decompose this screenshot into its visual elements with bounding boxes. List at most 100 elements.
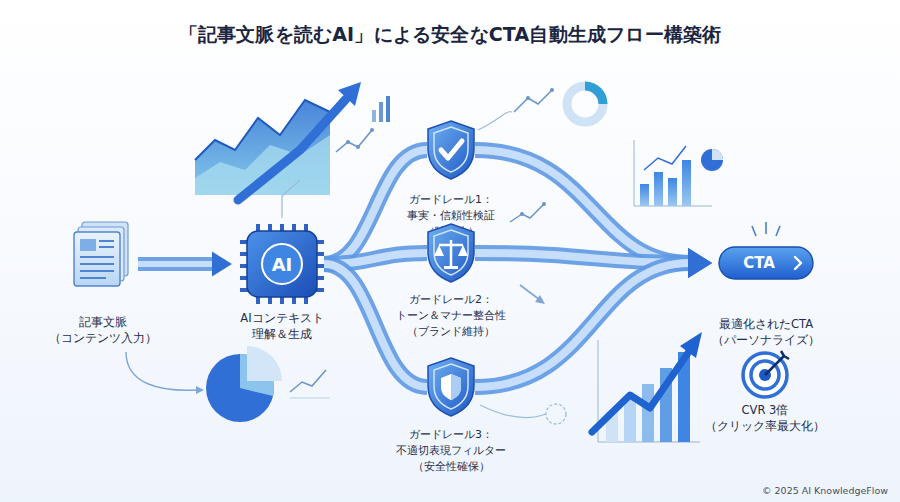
- mini-line-chart-part: [510, 204, 544, 222]
- shape-part: [99, 246, 114, 248]
- ring-chart-part: [585, 86, 603, 104]
- mini-line-chart-part: [346, 140, 350, 144]
- node-caption: AIコンテキスト 理解＆生成: [240, 310, 323, 342]
- pie-chart: [206, 346, 282, 422]
- growth-arrow-part: [238, 99, 346, 200]
- pie-chart-part: [247, 346, 282, 381]
- node-label: AIコンテキスト 理解＆生成: [240, 310, 323, 342]
- guardrail-shield: ガードレール2： トーン＆マナー整合性 （ブランド維持）: [425, 223, 477, 283]
- text-line: 不適切表現フィルター: [396, 443, 506, 459]
- text-line: （クリック率最大化）: [705, 418, 825, 434]
- shape-part: [74, 232, 120, 286]
- text-line: 最適化されたCTA: [712, 316, 820, 332]
- arrow-head: [688, 248, 712, 278]
- node-caption: 最適化されたCTA （パーソナライズ）: [712, 316, 820, 348]
- text-line: 事実・信頼性検証: [407, 208, 495, 224]
- highlight-rays: [752, 222, 780, 236]
- leader-arrow-part: [126, 352, 198, 390]
- leader-line-part: [478, 112, 512, 130]
- node-caption: CVR 3倍 （クリック率最大化）: [705, 402, 825, 434]
- shape-part: [428, 224, 474, 282]
- node-label: ガードレール3： 不適切表現フィルター （安全性確保）: [396, 427, 506, 475]
- area-chart-part: [195, 100, 330, 160]
- flow-connector: [324, 150, 427, 264]
- node-shape: [72, 222, 134, 288]
- shape-part: [434, 230, 468, 275]
- mini-bar-chart: [372, 96, 390, 122]
- ring-chart: [567, 86, 603, 122]
- shape-part: [80, 270, 114, 272]
- bar-chart-part: [644, 146, 686, 170]
- highlight-rays-part: [765, 222, 767, 234]
- dashed-ring-part: [480, 405, 546, 418]
- bar-chart-part: [640, 184, 649, 206]
- text-line: CVR 3倍: [705, 402, 825, 418]
- text-line: （コンテンツ入力）: [49, 330, 157, 346]
- flow-band-highlight: [324, 150, 427, 264]
- branch-arrow-part: [520, 285, 540, 300]
- shape-part: [434, 127, 468, 172]
- text-line: 理解＆生成: [240, 326, 323, 342]
- leader-line: [282, 180, 300, 218]
- dashed-ring-part: [546, 404, 566, 424]
- shape-part: [434, 364, 468, 409]
- highlight-rays-part: [776, 226, 780, 236]
- shape-part: [765, 356, 784, 375]
- node-label: 最適化されたCTA （パーソナライズ）: [712, 316, 820, 348]
- shape-part: [781, 351, 789, 359]
- flow-connector: [475, 248, 712, 387]
- shape-part: [428, 358, 474, 416]
- arrow-heads: [688, 248, 712, 278]
- target-icon: CVR 3倍 （クリック率最大化）: [740, 350, 790, 400]
- bar-chart: [634, 140, 712, 206]
- text-line: トーン＆マナー整合性: [396, 308, 506, 324]
- growth-arrow-part: [338, 82, 361, 106]
- text-line: 記事文脈: [49, 314, 157, 330]
- mini-line-chart-part: [290, 398, 330, 399]
- node-shape: [425, 120, 477, 180]
- flow-band: [475, 150, 690, 263]
- mini-bar-chart-part: [379, 102, 383, 122]
- guardrail-shield: ガードレール3： 不適切表現フィルター （安全性確保）: [425, 357, 477, 417]
- shape-part: [743, 353, 787, 397]
- node-shape: [425, 223, 477, 283]
- node-inner-text: CTA: [718, 254, 814, 272]
- node-label: ガードレール2： トーン＆マナー整合性 （ブランド維持）: [396, 292, 506, 340]
- copyright-note: © 2025 AI KnowledgeFlow: [762, 485, 888, 496]
- branch-arrow: [520, 285, 545, 304]
- arrow-heads: [688, 248, 712, 278]
- node-caption: 記事文脈 （コンテンツ入力）: [49, 314, 157, 346]
- mini-bar-chart-part: [386, 96, 390, 122]
- growth-arrow: [592, 332, 702, 432]
- shape-part: [441, 141, 462, 158]
- text-line: （パーソナライズ）: [712, 332, 820, 348]
- mini-pie-part: [712, 149, 723, 160]
- branch-arrow-part: [535, 295, 545, 304]
- bar-chart-part: [634, 140, 635, 206]
- growth-arrow: [238, 82, 361, 200]
- arrow-heads: [212, 252, 232, 277]
- shape-part: [441, 374, 461, 400]
- node-caption: ガードレール3： 不適切表現フィルター （安全性確保）: [396, 427, 506, 475]
- leader-line-part: [281, 196, 282, 218]
- text-line: （安全性確保）: [396, 459, 506, 475]
- mini-line-chart-part: [356, 145, 360, 149]
- shape-part: [795, 257, 801, 269]
- bar-chart-part: [624, 398, 636, 442]
- mini-line-chart-part: [336, 130, 372, 152]
- mini-pie: [701, 149, 723, 171]
- leader-line-part: [282, 180, 300, 196]
- mini-line-chart-part: [542, 202, 546, 206]
- node-label: CVR 3倍 （クリック率最大化）: [705, 402, 825, 434]
- shape-part: [428, 121, 474, 179]
- shape-part: [434, 245, 444, 256]
- shape-part: [80, 263, 114, 265]
- text-line: ガードレール1：: [407, 192, 495, 208]
- diagram-title: 「記事文脈を読むAI」による安全なCTA自動生成フロー構築術: [0, 22, 900, 48]
- mini-line-chart-part: [290, 370, 326, 392]
- leader-line: [478, 112, 512, 130]
- shape-part: [99, 240, 114, 242]
- ai-chip: AIAIコンテキスト 理解＆生成: [238, 222, 326, 306]
- mini-line-chart-part: [520, 212, 524, 216]
